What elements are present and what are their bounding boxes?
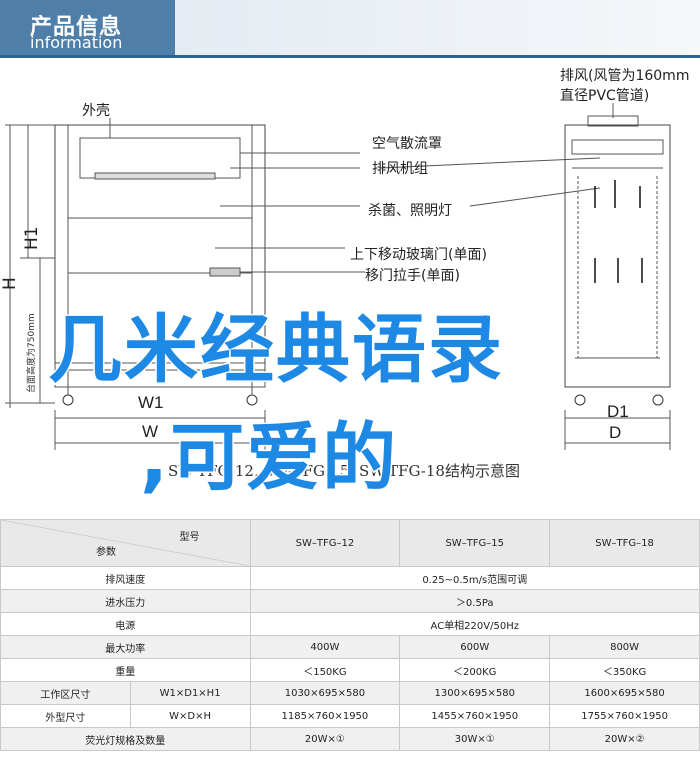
diagram-caption: SW-TFG-12, SW-TFG-15, SW-TFG-18结构示意图 (168, 462, 520, 480)
header-title-cn: 产品信息 (30, 15, 123, 40)
row-name: 重量 (0, 658, 251, 682)
header-diagonal-cell: 型号 参数 (0, 519, 251, 567)
side-cabinet-outline (564, 124, 671, 388)
row-value: 1300×695×580 (399, 681, 551, 705)
table-row: 最大功率 400W 600W 800W (0, 635, 700, 659)
overlay-title-line1: 几米经典语录 (47, 306, 504, 395)
header-model-label: 型号 (179, 532, 200, 543)
row-value: ＜150KG (249, 658, 401, 682)
table-row: 排风速度 0.25~0.5m/s范围可调 (0, 566, 700, 590)
label-outer-shell: 外壳 (82, 103, 110, 119)
overlay-title-line2: ,可爱的 (138, 414, 399, 503)
table-row: 工作区尺寸 W1×D1×H1 1030×695×580 1300×695×580… (0, 681, 700, 705)
spec-header-row: 型号 参数 SW–TFG–12 SW–TFG–15 SW–TFG–18 (0, 519, 700, 567)
row-value: ＜350KG (549, 658, 700, 682)
table-row: 荧光灯规格及数量 20W×① 30W×① 20W×② (0, 727, 700, 751)
header-param-label: 参数 (96, 547, 116, 558)
row-name: 电源 (0, 612, 251, 636)
row-value: 20W×② (549, 727, 700, 751)
row-name: 工作区尺寸 (0, 681, 131, 705)
table-row: 电源 AC单相220V/50Hz (0, 612, 700, 636)
row-sub: W×D×H (129, 704, 251, 728)
header-model-18: SW–TFG–18 (549, 519, 700, 567)
row-name: 荧光灯规格及数量 (0, 727, 251, 751)
table-row: 进水压力 ＞0.5Pa (0, 589, 700, 613)
row-value: 400W (249, 635, 401, 659)
dim-d1: D1 (607, 402, 629, 421)
header-underline (0, 55, 700, 58)
row-value: 1455×760×1950 (399, 704, 551, 728)
header-model-15: SW–TFG–15 (399, 519, 551, 567)
label-exhaust-fan: 排风机组 (372, 161, 428, 177)
header-light-bar (175, 0, 700, 58)
label-air-diffuser: 空气散流罩 (372, 136, 442, 152)
header-title-en: information (30, 33, 123, 52)
header-model-12: SW–TFG–12 (249, 519, 401, 567)
diagram-lines (5, 103, 671, 450)
row-value: 30W×① (399, 727, 551, 751)
header-dark-block (0, 0, 175, 58)
row-name: 外型尺寸 (0, 704, 131, 728)
row-sub: W1×D1×H1 (129, 681, 251, 705)
label-uv-lamp: 杀菌、照明灯 (368, 203, 452, 219)
table-row: 外型尺寸 W×D×H 1185×760×1950 1455×760×1950 1… (0, 704, 700, 728)
row-value: 0.25~0.5m/s范围可调 (249, 566, 700, 590)
label-exhaust-pipe-2: 直径PVC管道) (560, 88, 650, 104)
info-header: 产品信息 information (0, 0, 700, 58)
spec-table: 型号 参数 SW–TFG–12 SW–TFG–15 SW–TFG–18 排风速度… (0, 519, 700, 751)
row-value: 1185×760×1950 (249, 704, 401, 728)
row-value: 20W×① (249, 727, 401, 751)
label-door-handle: 移门拉手(单面) (365, 268, 460, 284)
row-value: ＜200KG (399, 658, 551, 682)
row-value: 800W (549, 635, 700, 659)
row-value: AC单相220V/50Hz (249, 612, 700, 636)
row-value: 1030×695×580 (249, 681, 401, 705)
row-value: 1600×695×580 (549, 681, 700, 705)
dim-h: H (0, 277, 20, 290)
label-exhaust-pipe-1: 排风(风管为160mm (560, 68, 690, 84)
row-value: 600W (399, 635, 551, 659)
row-value: 1755×760×1950 (549, 704, 700, 728)
table-row: 重量 ＜150KG ＜200KG ＜350KG (0, 658, 700, 682)
label-glass-door: 上下移动玻璃门(单面) (350, 247, 487, 263)
dim-w1: W1 (138, 393, 164, 412)
row-name: 排风速度 (0, 566, 251, 590)
dim-worktop-height: 台面高度为750mm (27, 313, 37, 393)
dim-d: D (609, 423, 622, 442)
dim-h1: H1 (22, 226, 42, 250)
dim-w: W (142, 422, 159, 441)
structure-diagram: 外壳 空气散流罩 排风机组 杀菌、照明灯 上下移动玻璃门(单面) 移门拉手(单面… (0, 58, 700, 518)
row-value: ＞0.5Pa (249, 589, 700, 613)
row-name: 最大功率 (0, 635, 251, 659)
row-name: 进水压力 (0, 589, 251, 613)
